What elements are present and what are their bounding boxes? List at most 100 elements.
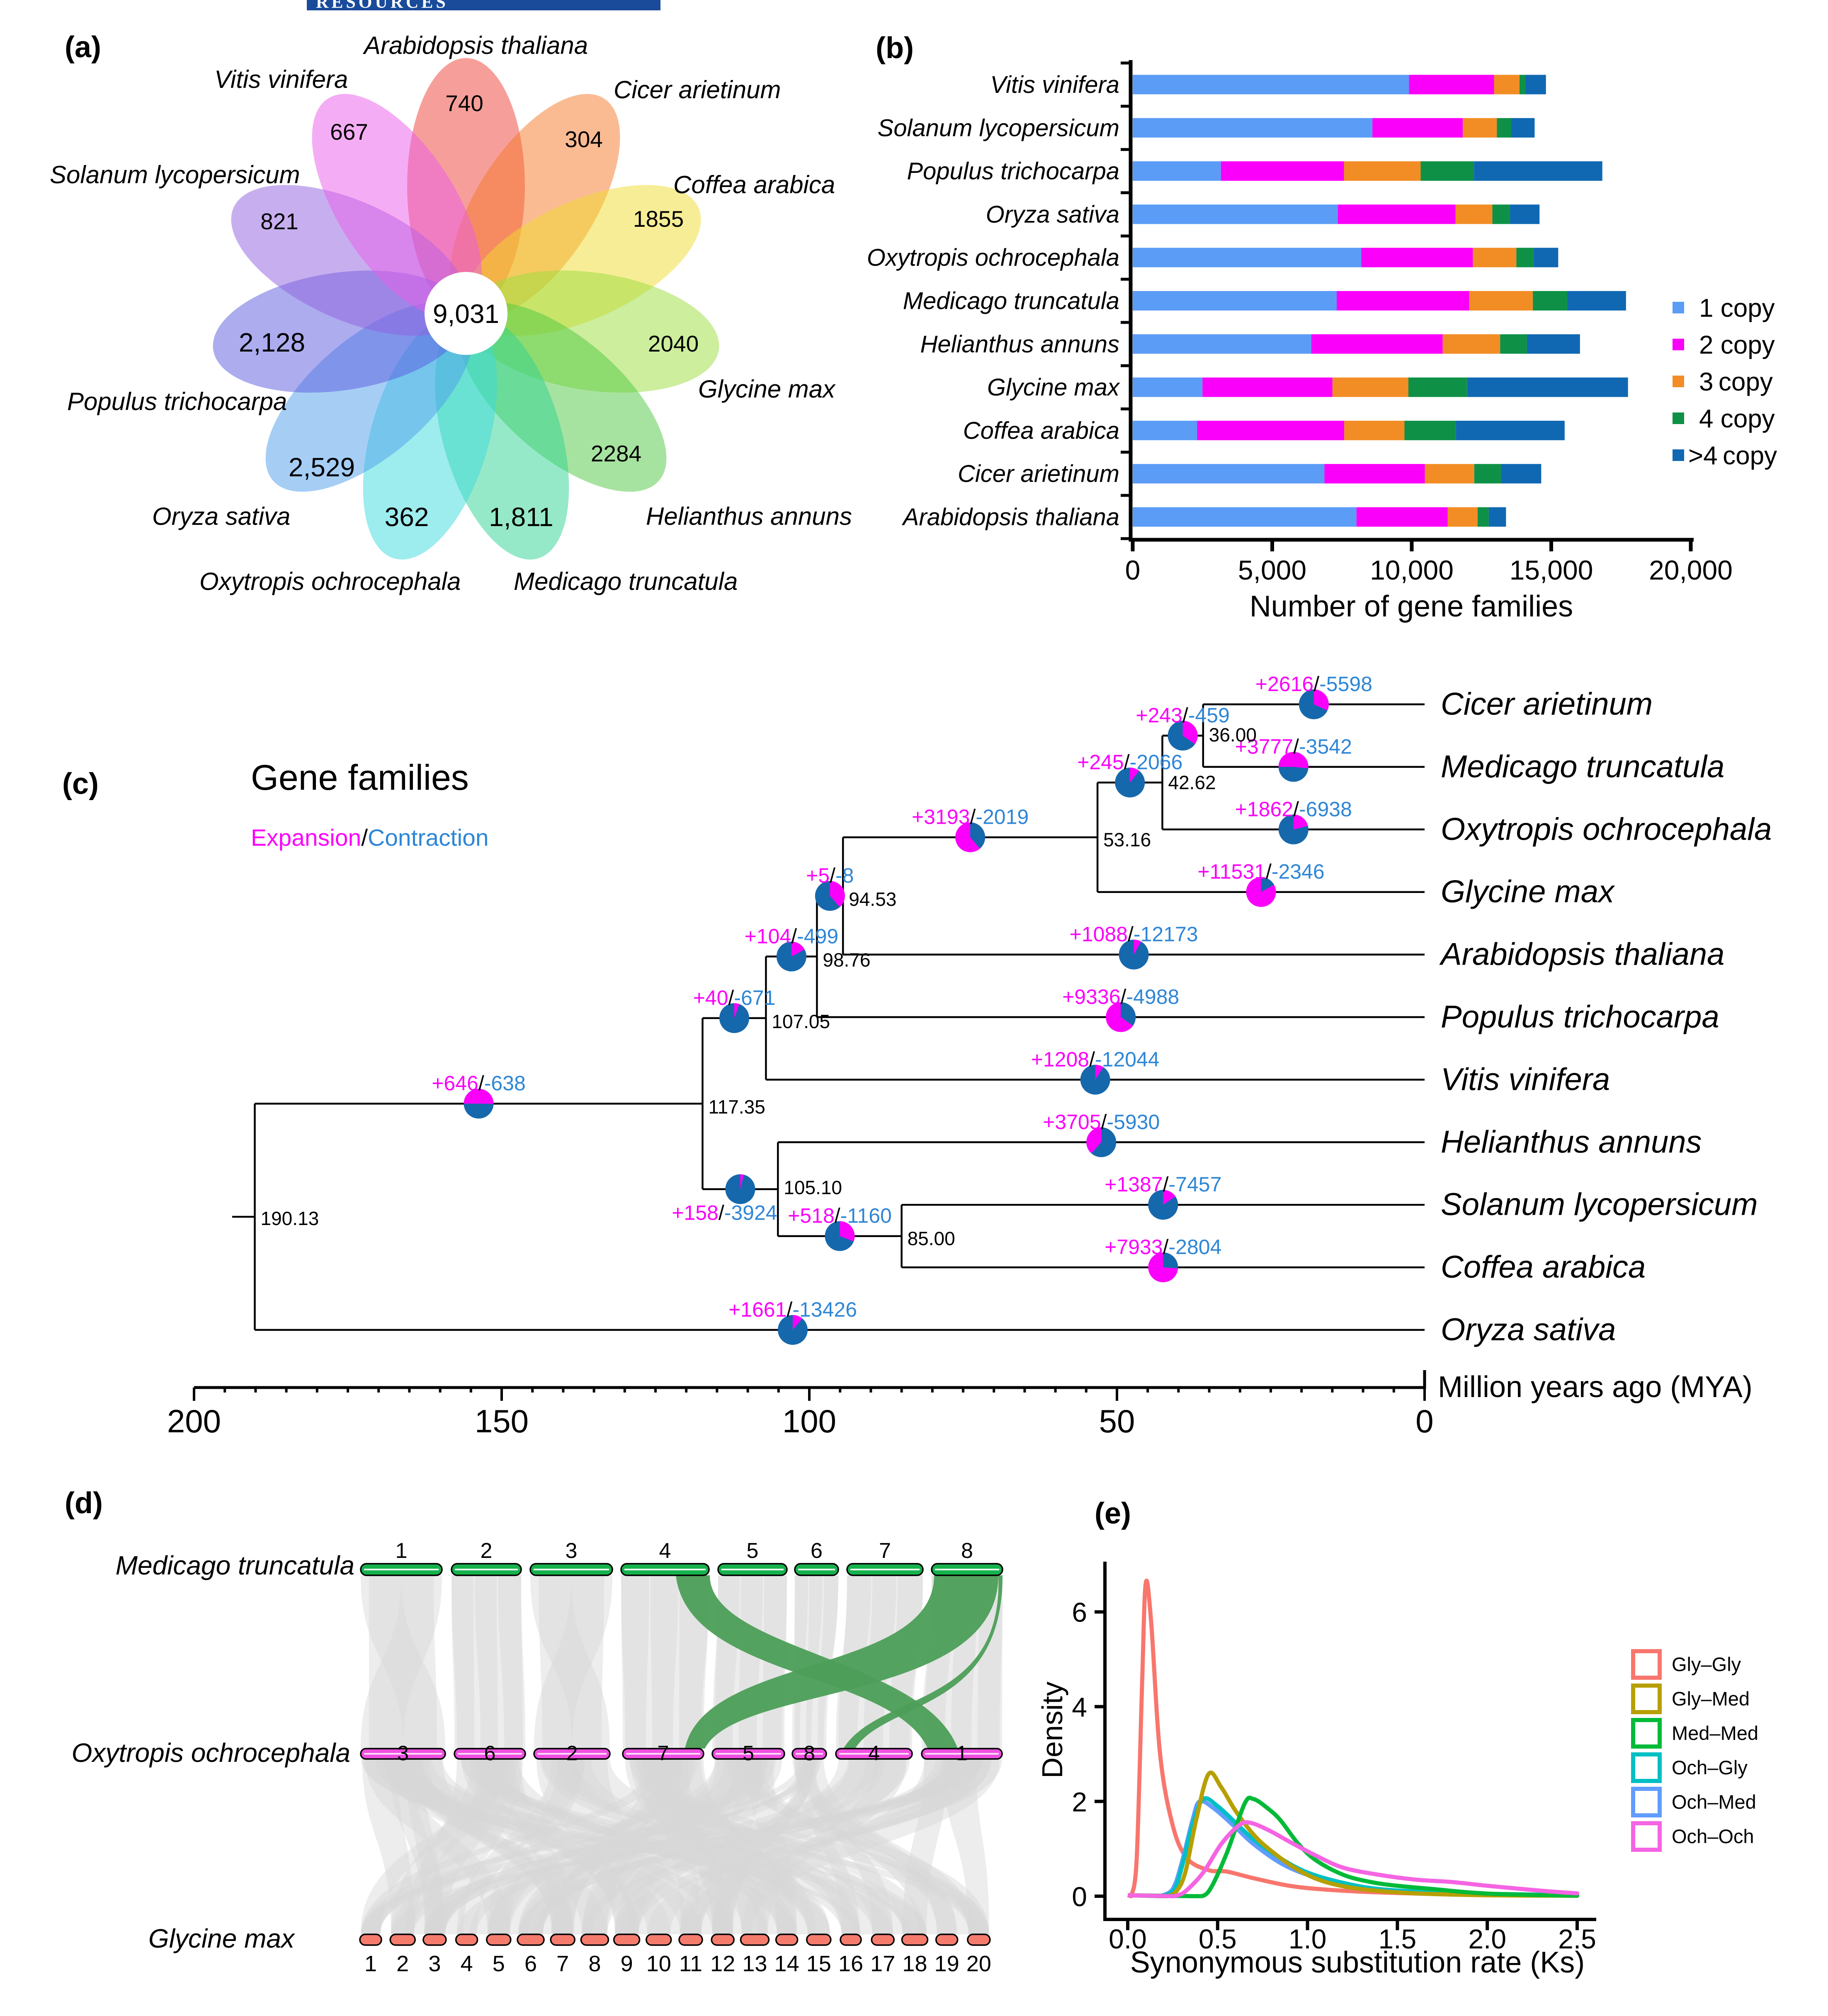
svg-text:Cicer arietinum: Cicer arietinum: [958, 461, 1119, 488]
svg-text:Oxytropis ochrocephala: Oxytropis ochrocephala: [199, 568, 461, 595]
svg-text:8: 8: [588, 1951, 601, 1976]
svg-text:2: 2: [566, 1742, 578, 1765]
svg-text:+1387/-7457: +1387/-7457: [1105, 1173, 1221, 1196]
svg-text:14: 14: [774, 1951, 799, 1976]
svg-text:9,031: 9,031: [433, 299, 499, 329]
svg-text:1: 1: [396, 1539, 408, 1563]
svg-text:6: 6: [1072, 1597, 1087, 1628]
svg-text:Number of gene families: Number of gene families: [1250, 590, 1573, 623]
svg-text:2,128: 2,128: [239, 328, 305, 357]
svg-text:Solanum lycopersicum: Solanum lycopersicum: [878, 114, 1119, 141]
svg-text:(c): (c): [62, 767, 99, 801]
svg-text:Oryza sativa: Oryza sativa: [986, 201, 1119, 228]
svg-text:15,000: 15,000: [1510, 555, 1593, 585]
svg-text:1,811: 1,811: [489, 502, 553, 532]
svg-text:3: 3: [397, 1742, 409, 1765]
svg-text:+5/-8: +5/-8: [806, 864, 854, 887]
svg-text:Glycine max: Glycine max: [987, 374, 1120, 401]
svg-text:Och–Gly: Och–Gly: [1672, 1756, 1748, 1778]
svg-text:Oryza sativa: Oryza sativa: [152, 502, 290, 530]
svg-text:42.62: 42.62: [1168, 772, 1216, 793]
svg-text:(d): (d): [65, 1487, 103, 1520]
svg-text:+158/-3924: +158/-3924: [672, 1201, 777, 1225]
svg-text:85.00: 85.00: [908, 1228, 955, 1249]
svg-text:>4 copy: >4 copy: [1688, 442, 1777, 470]
svg-text:94.53: 94.53: [849, 888, 896, 910]
svg-text:Oryza sativa: Oryza sativa: [1441, 1312, 1616, 1347]
svg-text:3 copy: 3 copy: [1699, 368, 1773, 396]
svg-text:50: 50: [1099, 1403, 1135, 1439]
svg-text:Och–Och: Och–Och: [1672, 1825, 1754, 1847]
svg-text:Density: Density: [1036, 1681, 1068, 1778]
svg-text:+9336/-4988: +9336/-4988: [1062, 985, 1179, 1009]
svg-text:36.00: 36.00: [1209, 724, 1257, 746]
svg-text:1.0: 1.0: [1289, 1924, 1327, 1954]
svg-text:Populus trichocarpa: Populus trichocarpa: [1441, 1000, 1719, 1035]
svg-text:6: 6: [524, 1951, 537, 1976]
svg-text:(e): (e): [1095, 1497, 1131, 1530]
svg-text:4: 4: [868, 1742, 880, 1765]
svg-text:+40/-671: +40/-671: [693, 986, 776, 1009]
svg-text:+1088/-12173: +1088/-12173: [1070, 923, 1198, 946]
svg-text:Oxytropis ochrocephala: Oxytropis ochrocephala: [72, 1738, 350, 1768]
svg-text:4: 4: [461, 1951, 473, 1976]
svg-text:4: 4: [659, 1539, 671, 1563]
svg-text:Synonymous substitution rate (: Synonymous substitution rate (Ks): [1130, 1946, 1585, 1979]
svg-text:Och–Med: Och–Med: [1672, 1791, 1756, 1813]
svg-text:Coffea arabica: Coffea arabica: [673, 171, 835, 199]
svg-text:Med–Med: Med–Med: [1672, 1722, 1758, 1744]
svg-text:+1862/-6938: +1862/-6938: [1235, 798, 1352, 821]
svg-text:3: 3: [566, 1539, 578, 1563]
svg-text:(a): (a): [65, 31, 101, 64]
svg-text:+7933/-2804: +7933/-2804: [1105, 1235, 1221, 1259]
svg-text:19: 19: [935, 1951, 959, 1976]
svg-text:12: 12: [710, 1951, 735, 1976]
svg-text:150: 150: [475, 1403, 529, 1439]
svg-text:+3193/-2019: +3193/-2019: [912, 805, 1029, 829]
svg-text:Expansion/Contraction: Expansion/Contraction: [251, 825, 489, 851]
svg-text:0.5: 0.5: [1199, 1924, 1237, 1954]
svg-text:2: 2: [1072, 1786, 1087, 1817]
svg-text:Glycine max: Glycine max: [148, 1924, 295, 1953]
svg-text:6: 6: [484, 1742, 496, 1765]
svg-text:+1661/-13426: +1661/-13426: [728, 1298, 857, 1321]
svg-text:(b): (b): [876, 32, 914, 65]
svg-text:+243/-459: +243/-459: [1136, 704, 1230, 727]
svg-text:5,000: 5,000: [1238, 555, 1306, 585]
svg-text:15: 15: [806, 1951, 831, 1976]
svg-text:2: 2: [481, 1539, 493, 1563]
svg-text:Glycine max: Glycine max: [698, 375, 836, 403]
svg-text:0: 0: [1125, 555, 1141, 585]
svg-text:Coffea arabica: Coffea arabica: [963, 417, 1119, 444]
svg-text:7: 7: [556, 1951, 569, 1976]
svg-text:20,000: 20,000: [1649, 555, 1733, 585]
svg-text:98.76: 98.76: [823, 949, 870, 970]
svg-text:10: 10: [646, 1951, 671, 1976]
svg-text:4 copy: 4 copy: [1699, 405, 1775, 433]
svg-text:362: 362: [385, 502, 429, 532]
svg-text:+2616/-5598: +2616/-5598: [1255, 672, 1372, 696]
svg-text:Vitis vinifera: Vitis vinifera: [990, 71, 1119, 98]
svg-text:2.5: 2.5: [1558, 1924, 1596, 1954]
svg-text:Populus trichocarpa: Populus trichocarpa: [67, 388, 287, 415]
svg-text:2.0: 2.0: [1468, 1924, 1506, 1954]
svg-text:7: 7: [879, 1539, 891, 1563]
svg-text:+646/-638: +646/-638: [432, 1072, 526, 1095]
svg-text:Million years ago (MYA): Million years ago (MYA): [1438, 1371, 1753, 1404]
svg-text:8: 8: [961, 1539, 973, 1563]
svg-text:5: 5: [493, 1951, 505, 1976]
svg-text:1.5: 1.5: [1379, 1924, 1417, 1954]
svg-text:117.35: 117.35: [709, 1096, 765, 1118]
svg-text:2284: 2284: [591, 441, 641, 466]
svg-text:2: 2: [396, 1951, 409, 1976]
svg-text:8: 8: [804, 1742, 815, 1765]
svg-text:+518/-1160: +518/-1160: [788, 1204, 892, 1228]
svg-text:Helianthus annuns: Helianthus annuns: [1441, 1124, 1702, 1160]
svg-text:200: 200: [167, 1403, 221, 1439]
svg-text:100: 100: [782, 1403, 836, 1439]
svg-text:Medicago truncatula: Medicago truncatula: [514, 568, 738, 595]
svg-text:+245/-2066: +245/-2066: [1077, 751, 1182, 774]
svg-text:Vitis vinifera: Vitis vinifera: [214, 66, 348, 93]
svg-text:Gene families: Gene families: [251, 758, 469, 798]
svg-text:10,000: 10,000: [1370, 555, 1454, 585]
